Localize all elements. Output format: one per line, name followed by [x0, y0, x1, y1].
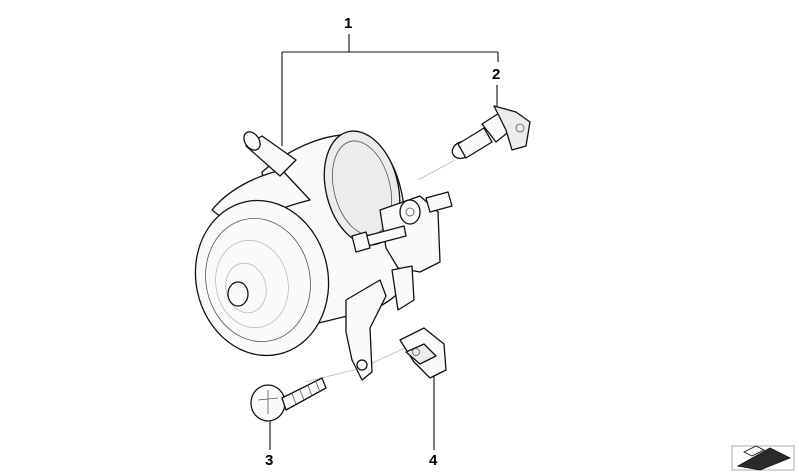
clip-nut-icon — [399, 327, 447, 379]
diagram-thumbnail-icon[interactable] — [731, 445, 795, 471]
callout-4[interactable]: 4 — [429, 452, 438, 469]
fog-light-assembly-icon — [194, 130, 453, 381]
leader-lines — [269, 34, 499, 450]
callout-2[interactable]: 2 — [492, 66, 500, 83]
callout-3[interactable]: 3 — [265, 452, 273, 469]
bulb-socket-icon — [451, 105, 531, 160]
callout-1[interactable]: 1 — [344, 15, 352, 32]
screw-icon — [250, 377, 327, 422]
